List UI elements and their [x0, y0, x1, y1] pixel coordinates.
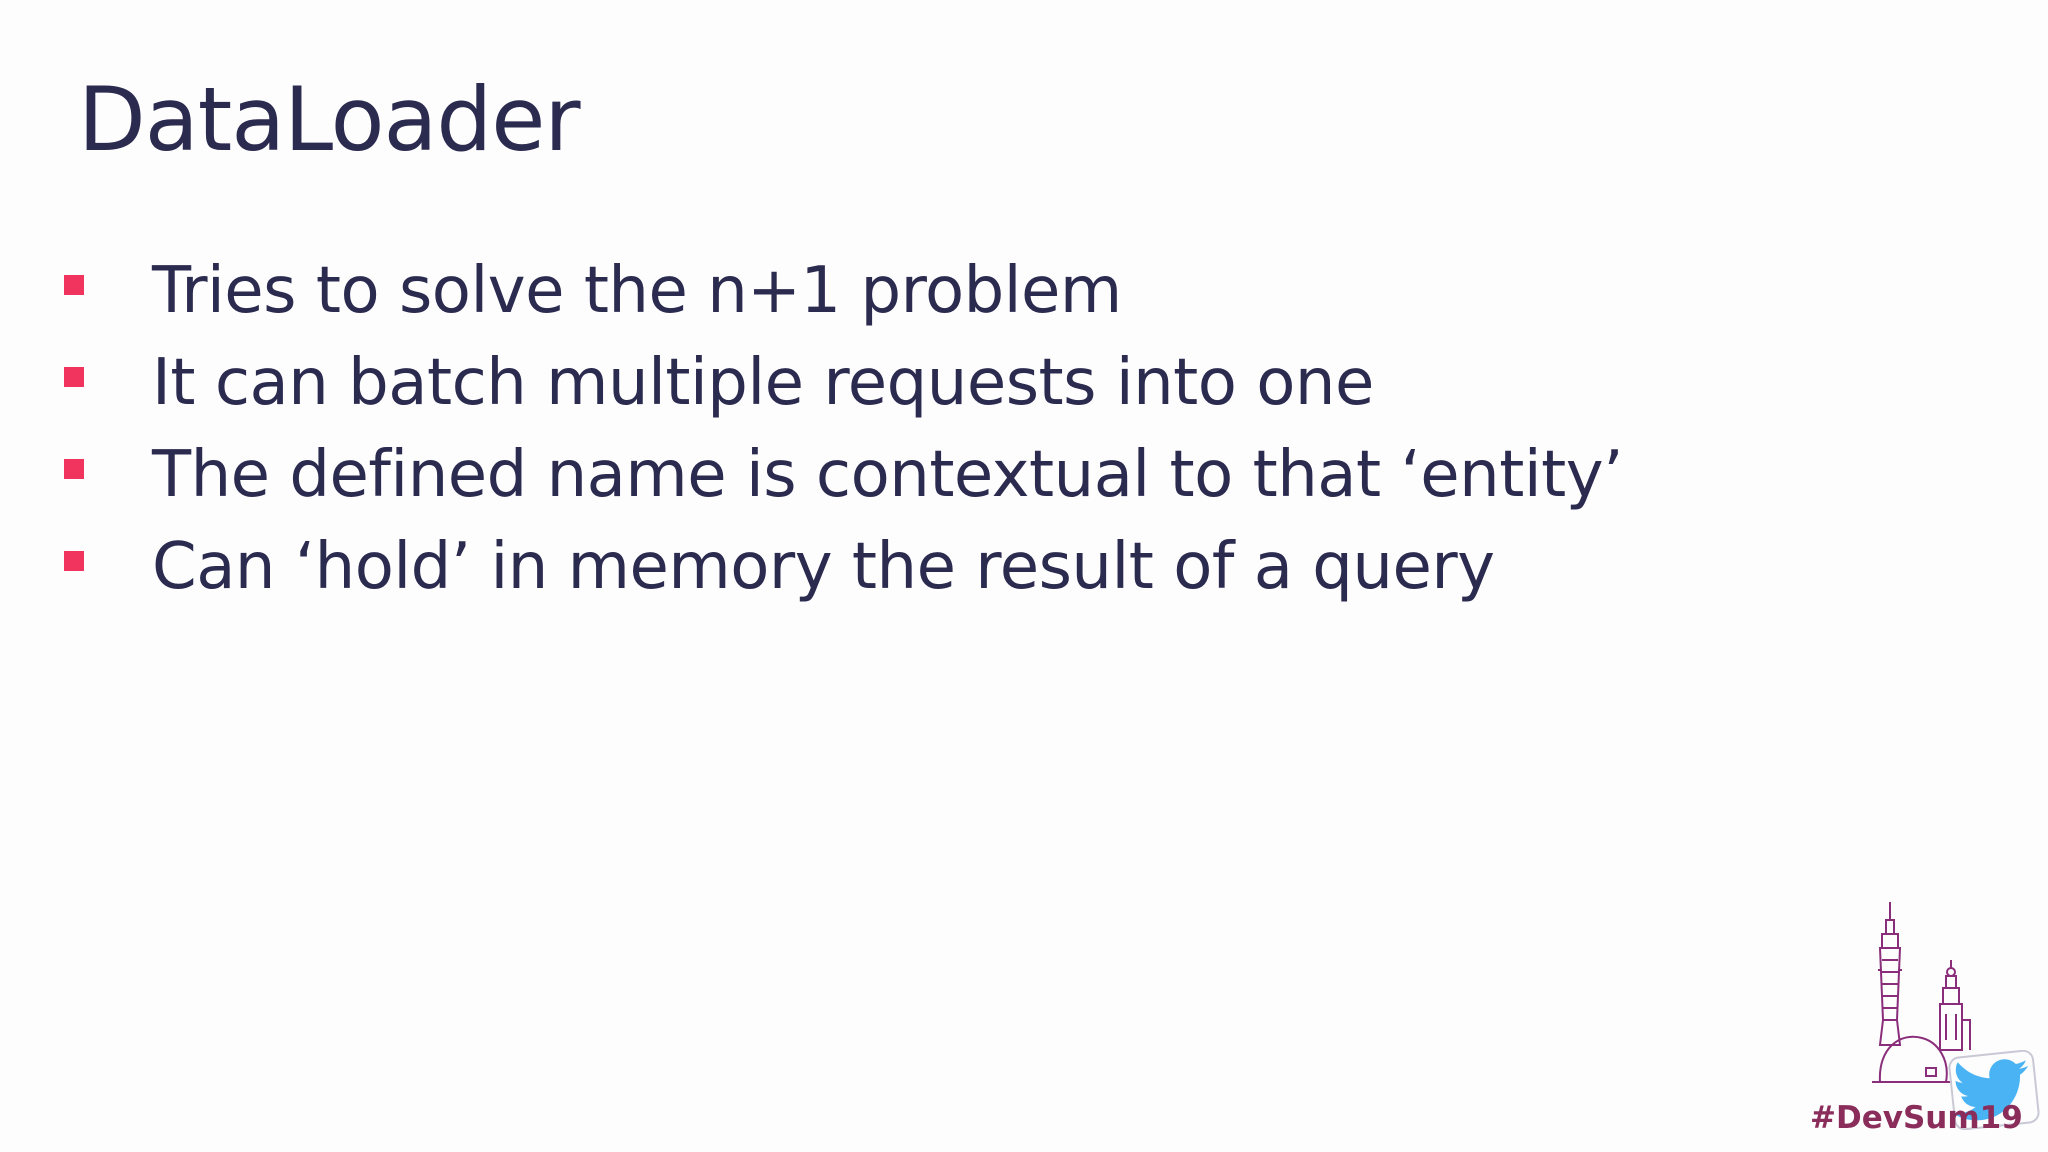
list-item: Can ‘hold’ in memory the result of a que… [60, 521, 1623, 613]
bullet-text: It can batch multiple requests into one [152, 346, 1374, 420]
bullet-square-icon [64, 275, 84, 295]
bullet-list: Tries to solve the n+1 problem It can ba… [60, 245, 1623, 613]
bullet-text: The defined name is contextual to that ‘… [152, 438, 1623, 512]
slide-title: DataLoader [78, 68, 581, 171]
twitter-bird-icon [1948, 1050, 2040, 1130]
list-item: Tries to solve the n+1 problem [60, 245, 1623, 337]
bullet-text: Can ‘hold’ in memory the result of a que… [152, 530, 1495, 604]
bullet-text: Tries to solve the n+1 problem [152, 254, 1122, 328]
bullet-square-icon [64, 459, 84, 479]
conference-logo [1860, 900, 2040, 1150]
list-item: The defined name is contextual to that ‘… [60, 429, 1623, 521]
skyline-logo-icon [1872, 902, 1971, 1083]
event-hashtag: #DevSum19 [1810, 1100, 2023, 1136]
list-item: It can batch multiple requests into one [60, 337, 1623, 429]
bullet-square-icon [64, 551, 84, 571]
bullet-square-icon [64, 367, 84, 387]
